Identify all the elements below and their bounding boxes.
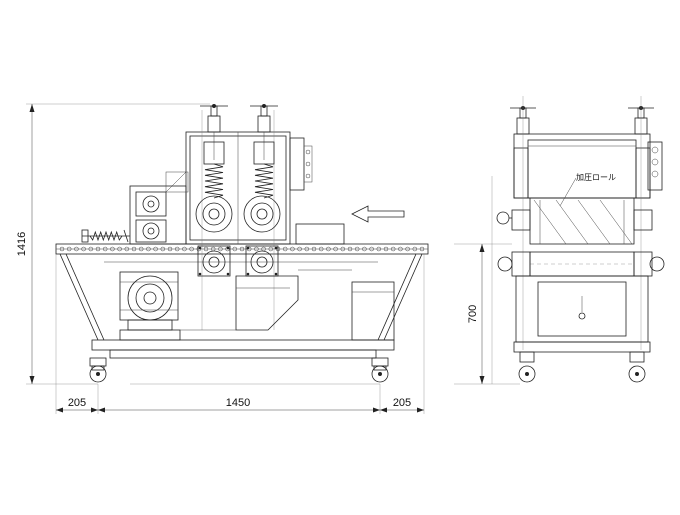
chain-link — [203, 246, 209, 252]
chain-link — [398, 246, 403, 252]
chain-link — [146, 246, 151, 252]
side-view: 加圧ロール — [454, 96, 665, 385]
outfeed-section — [295, 223, 395, 341]
chain-link — [160, 246, 166, 252]
chain-link — [419, 246, 425, 252]
chain-link — [189, 246, 194, 252]
chain-link — [405, 246, 410, 252]
side-upper-frame — [513, 96, 663, 350]
chain-link — [412, 246, 418, 252]
chain-link — [218, 246, 223, 252]
pressure-roll — [496, 197, 653, 245]
gear-cover — [180, 275, 299, 331]
overall-height-value: 1416 — [16, 232, 28, 256]
chain-link — [138, 246, 144, 252]
chain-link — [59, 246, 65, 252]
chain-link — [110, 246, 115, 252]
chain-link — [326, 246, 331, 252]
chain-link — [311, 246, 317, 252]
side-height-value: 700 — [467, 305, 479, 323]
chain-link — [131, 246, 137, 252]
chain-link — [239, 246, 245, 252]
main-frame — [59, 253, 423, 359]
front-handwheels — [200, 104, 278, 160]
chain-link — [95, 246, 101, 252]
side-extension-lines — [454, 176, 520, 385]
front-view — [26, 103, 429, 414]
side-handwheels — [510, 106, 654, 135]
chain-link — [102, 246, 108, 252]
side-casters — [518, 351, 646, 383]
chain-link — [117, 246, 122, 252]
chain-link — [354, 246, 360, 252]
chain-link — [369, 246, 374, 252]
chain-link — [81, 246, 86, 252]
chain-link — [66, 246, 72, 252]
chain-link — [124, 246, 130, 252]
chain-link — [282, 246, 288, 252]
extension-lines — [26, 103, 425, 414]
conveyor-chain — [55, 243, 429, 255]
chain-link — [232, 246, 238, 252]
chain-link — [390, 246, 396, 252]
pressure-roll-callout: 加圧ロール — [559, 172, 616, 207]
chain-link — [340, 246, 346, 252]
side-lower-frame — [513, 275, 651, 353]
pressure-springs — [203, 141, 275, 199]
chain-link — [167, 246, 173, 252]
right-overhang-value: 205 — [393, 397, 411, 409]
chain-link — [290, 246, 295, 252]
chain-link — [174, 246, 180, 252]
tension-spring — [81, 229, 130, 243]
dimension-overall-height: 1416 — [16, 104, 35, 384]
roll-housing — [185, 110, 313, 330]
chain-link — [318, 246, 324, 252]
feed-roll-unit — [129, 171, 189, 245]
upper-rolls — [195, 195, 281, 233]
chain-link — [88, 246, 94, 252]
chain-link — [304, 246, 310, 252]
chain-link — [376, 246, 382, 252]
drive-motor — [119, 271, 181, 341]
chain-link — [74, 246, 79, 252]
pressure-roll-label: 加圧ロール — [576, 172, 616, 182]
chain-link — [383, 246, 389, 252]
chain-link — [362, 246, 367, 252]
chain-link — [153, 246, 158, 252]
wheelbase-value: 1450 — [226, 397, 250, 409]
chain-link — [182, 246, 187, 252]
feed-direction-arrow — [351, 205, 405, 223]
chain-link — [333, 246, 338, 252]
dimension-width-chain: 205 1450 205 — [56, 397, 424, 413]
chain-link — [347, 246, 353, 252]
left-overhang-value: 205 — [68, 397, 86, 409]
front-casters — [89, 357, 389, 383]
chain-link — [268, 246, 274, 252]
chain-link — [297, 246, 302, 252]
lower-rolls — [197, 245, 279, 277]
dimension-side-height: 700 — [467, 244, 485, 384]
chain-link — [254, 246, 259, 252]
